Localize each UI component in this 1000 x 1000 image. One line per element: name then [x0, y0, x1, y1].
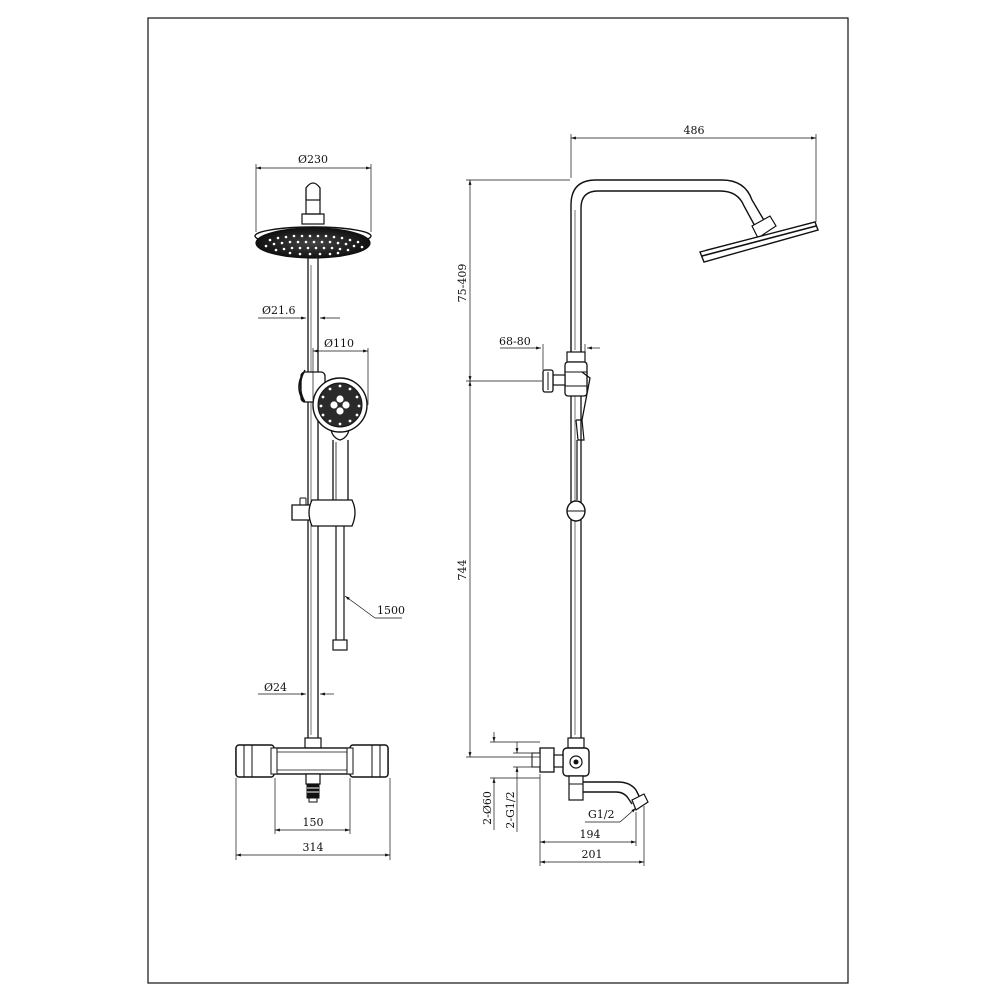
dim-head-diameter: Ø230 [255, 153, 372, 232]
label-adjustable-height: 75-409 [456, 264, 469, 303]
label-outlet-thread: G1/2 [588, 808, 615, 821]
label-inlet-spacing: 150 [303, 816, 324, 829]
dim-lower-pipe-diameter: Ø24 [258, 681, 334, 696]
dim-slide-offset: 68-80 [499, 335, 600, 370]
label-lower-pipe-diameter: Ø24 [264, 681, 287, 694]
riser-pipe-side [570, 355, 582, 738]
label-inlet-thread: 2-G1/2 [504, 791, 517, 828]
label-head-diameter: Ø230 [298, 153, 328, 166]
label-upper-pipe-diameter: Ø21.6 [262, 304, 296, 317]
overhead-shower-head [254, 226, 372, 259]
dim-hand-shower-diameter: Ø110 [312, 337, 369, 405]
label-spout-outer: 201 [582, 848, 603, 861]
dim-inlet-spacing: 150 [274, 778, 351, 834]
riser-pipe-front [307, 258, 319, 740]
dim-spout-outer: 201 [540, 806, 645, 866]
hand-shower-side [575, 371, 591, 500]
dim-upper-pipe-diameter: Ø21.6 [258, 304, 340, 320]
overhead-shower-head-side [699, 215, 819, 263]
label-hand-shower-diameter: Ø110 [324, 337, 354, 350]
label-bar-height: 744 [456, 560, 469, 581]
dim-inlet-thread: 2-G1/2 [504, 742, 532, 832]
drawing-frame [147, 17, 849, 984]
label-slide-offset: 68-80 [499, 335, 531, 348]
dim-hose-length: 1500 [344, 595, 405, 619]
thermostatic-valve-front [235, 744, 389, 803]
dim-overall-width: 314 [235, 778, 391, 860]
hand-shower-front [312, 377, 368, 506]
slide-bracket-side [566, 500, 586, 522]
dim-spout-inner: 194 [539, 774, 637, 866]
label-spout-inner: 194 [580, 828, 601, 841]
dim-heights: 75-409 744 [456, 179, 570, 758]
side-view: 486 75-409 744 68-80 2-Ø60 [456, 124, 819, 866]
front-view: Ø230 Ø21.6 Ø110 1500 Ø24 [235, 153, 405, 860]
label-hose-length: 1500 [377, 604, 405, 617]
thermostatic-valve-side [531, 737, 649, 811]
dim-inlet-cover: 2-Ø60 [481, 732, 540, 830]
label-inlet-cover: 2-Ø60 [481, 791, 494, 825]
dim-outlet-thread: G1/2 [585, 807, 637, 823]
shower-arm-side [570, 179, 766, 355]
slide-bracket-front [291, 497, 356, 527]
diverter-side [542, 351, 588, 397]
hose-front [332, 526, 348, 651]
label-overall-width: 314 [303, 841, 324, 854]
dim-arm-reach: 486 [570, 124, 817, 222]
label-arm-reach: 486 [684, 124, 705, 137]
